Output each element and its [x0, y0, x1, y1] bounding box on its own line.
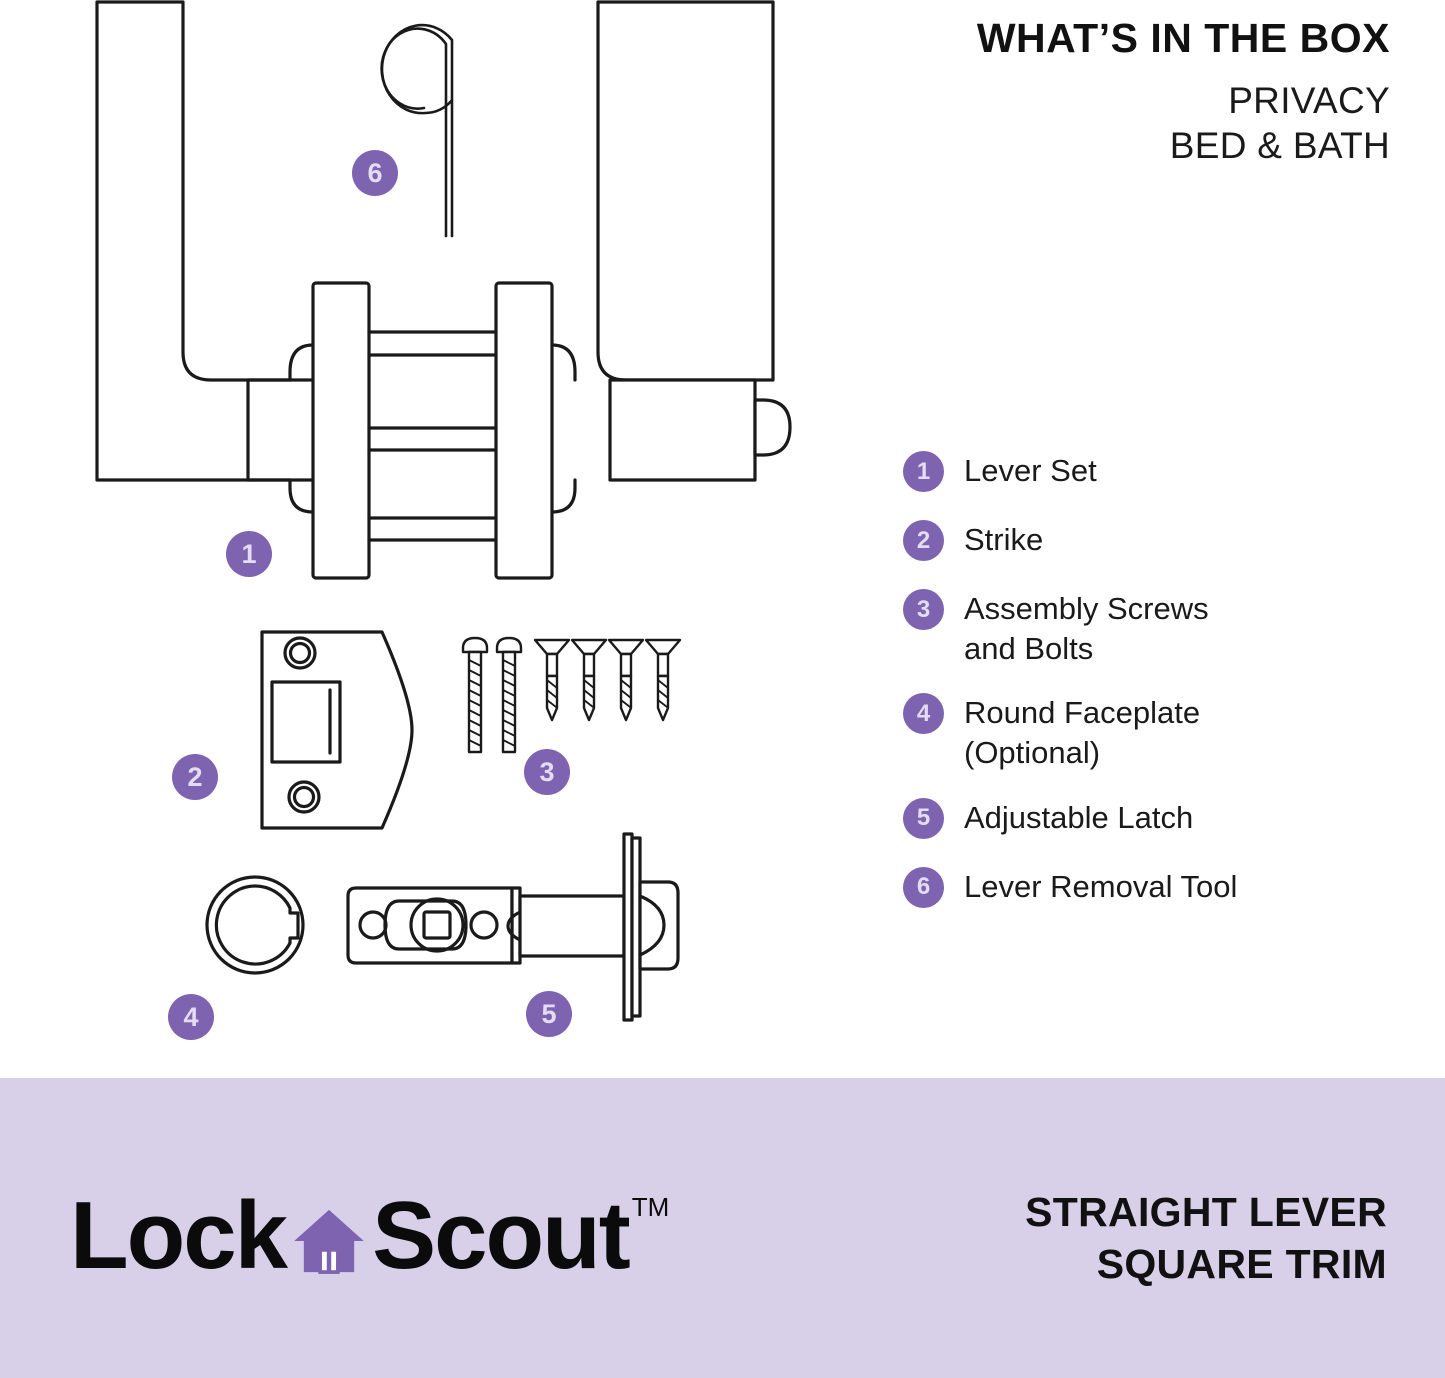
legend-badge-4: 4: [903, 693, 944, 735]
callout-badge-2: 2: [172, 754, 218, 800]
legend-label-6-line1: Lever Removal Tool: [964, 868, 1238, 904]
legend-item-4: 4 Round Faceplate (Optional): [903, 692, 1423, 772]
subtitle-line-1: PRIVACY: [1228, 79, 1390, 121]
footer-band: [0, 1078, 1445, 1378]
subtitle-line-2: BED & BATH: [1169, 125, 1390, 167]
wood-screw: [570, 638, 608, 722]
brand-logo: Lock Scout TM: [70, 1188, 669, 1298]
legend-item-5: 5 Adjustable Latch: [903, 797, 1423, 839]
logo-word-scout: Scout: [372, 1182, 631, 1289]
legend-badge-2: 2: [903, 520, 944, 561]
wood-screw: [644, 638, 682, 722]
legend-label-5: Adjustable Latch: [964, 797, 1193, 838]
legend-label-3-line1: Assembly Screws: [964, 591, 1209, 626]
product-name-block: STRAIGHT LEVER SQUARE TRIM: [827, 1186, 1387, 1291]
wood-screw: [607, 638, 645, 722]
legend-label-2-line1: Strike: [964, 522, 1044, 557]
legend-label-4-line1: Round Faceplate: [964, 695, 1201, 731]
lever-removal-tool-illustration: [380, 23, 454, 238]
callout-badge-4: 4: [168, 994, 214, 1040]
round-faceplate-illustration: [205, 875, 305, 975]
legend-label-3: Assembly Screws and Bolts: [964, 588, 1209, 668]
legend-label-1-line1: Lever Set: [964, 453, 1097, 488]
legend-label-3-line2: and Bolts: [964, 630, 1094, 666]
legend-list: 1 Lever Set 2 Strike 3 Assembly Screws a…: [903, 450, 1423, 935]
product-name-line-1: STRAIGHT LEVER: [1025, 1189, 1387, 1235]
legend-badge-6: 6: [903, 866, 944, 908]
house-icon: [294, 1209, 364, 1274]
trademark-symbol: TM: [631, 1192, 670, 1222]
callout-badge-3: 3: [524, 749, 570, 795]
callout-badge-5: 5: [526, 991, 572, 1037]
legend-label-4: Round Faceplate (Optional): [964, 692, 1200, 772]
header-block: WHAT’S IN THE BOX PRIVACY BED & BATH: [910, 15, 1390, 168]
legend-item-2: 2 Strike: [903, 519, 1423, 561]
page-title: WHAT’S IN THE BOX: [976, 15, 1390, 61]
legend-item-6: 6 Lever Removal Tool: [903, 866, 1423, 908]
machine-bolt: [495, 636, 523, 754]
product-name-line-2: SQUARE TRIM: [1096, 1241, 1387, 1288]
assembly-screws-illustration: [461, 636, 682, 754]
legend-label-2: Strike: [964, 519, 1043, 560]
lever-set-illustration: [95, 0, 792, 580]
callout-badge-6: 6: [352, 150, 398, 196]
legend-item-1: 1 Lever Set: [903, 450, 1423, 492]
strike-illustration: [260, 630, 414, 830]
logo-word-lock: Lock: [70, 1182, 288, 1289]
legend-label-4-line2: (Optional): [964, 735, 1101, 771]
parts-illustration: [95, 0, 792, 1022]
legend-badge-1: 1: [903, 451, 944, 492]
legend-badge-3: 3: [903, 589, 944, 630]
legend-label-5-line1: Adjustable Latch: [964, 799, 1194, 835]
callout-badge-1: 1: [226, 531, 272, 577]
wood-screw: [533, 638, 571, 722]
legend-item-3: 3 Assembly Screws and Bolts: [903, 588, 1423, 668]
adjustable-latch-illustration: [346, 832, 680, 1022]
legend-badge-5: 5: [903, 797, 944, 839]
machine-bolt: [461, 636, 489, 754]
legend-label-1: Lever Set: [964, 450, 1097, 491]
legend-label-6: Lever Removal Tool: [964, 866, 1237, 907]
